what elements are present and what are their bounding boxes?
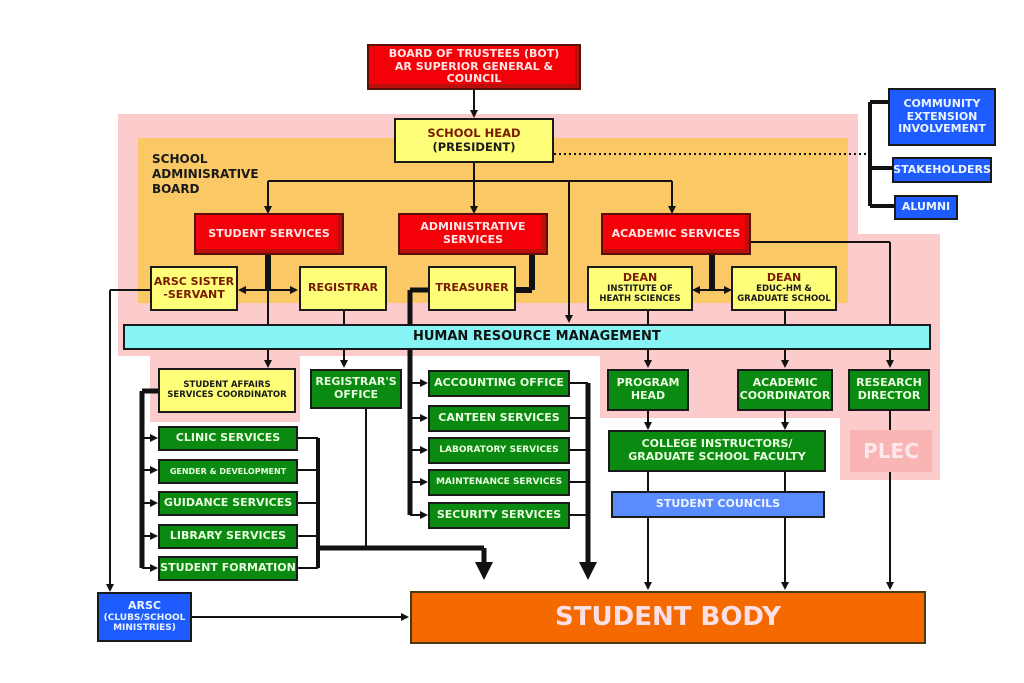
administrative-services-box[interactable]: ADMINISTRATIVE SERVICES xyxy=(398,213,548,255)
stakeholders-box[interactable]: STAKEHOLDERS xyxy=(892,157,992,183)
laboratory-services-box[interactable]: LABORATORY SERVICES xyxy=(428,437,570,464)
security-services-box[interactable]: SECURITY SERVICES xyxy=(428,502,570,529)
faculty-box[interactable]: COLLEGE INSTRUCTORS/ GRADUATE SCHOOL FAC… xyxy=(608,430,826,472)
research-director-box[interactable]: RESEARCH DIRECTOR xyxy=(848,369,930,411)
clinic-services-box[interactable]: CLINIC SERVICES xyxy=(158,426,298,451)
community-extension-box[interactable]: COMMUNITY EXTENSION INVOLVEMENT xyxy=(888,88,996,146)
student-services-box[interactable]: STUDENT SERVICES xyxy=(194,213,344,255)
maintenance-services-box[interactable]: MAINTENANCE SERVICES xyxy=(428,469,570,496)
student-body-box[interactable]: STUDENT BODY xyxy=(410,591,926,644)
school-administrative-board-label: SCHOOL ADMINISRATIVE BOARD xyxy=(152,152,259,196)
dean-health-sciences-box[interactable]: DEAN INSTITUTE OF HEATH SCIENCES xyxy=(587,266,693,311)
board-of-trustees-box[interactable]: BOARD OF TRUSTEES (BOT) AR SUPERIOR GENE… xyxy=(367,44,581,90)
registrar-box[interactable]: REGISTRAR xyxy=(299,266,387,311)
gender-development-box[interactable]: GENDER & DEVELOPMENT xyxy=(158,459,298,484)
canteen-services-box[interactable]: CANTEEN SERVICES xyxy=(428,405,570,432)
treasurer-box[interactable]: TREASURER xyxy=(428,266,516,311)
school-head-box[interactable]: SCHOOL HEAD (PRESIDENT) xyxy=(394,118,554,163)
academic-services-box[interactable]: ACADEMIC SERVICES xyxy=(601,213,751,255)
student-affairs-coordinator-box[interactable]: STUDENT AFFAIRS SERVICES COORDINATOR xyxy=(158,368,296,413)
library-services-box[interactable]: LIBRARY SERVICES xyxy=(158,524,298,549)
arsc-clubs-box[interactable]: ARSC (CLUBS/SCHOOL MINISTRIES) xyxy=(97,592,192,642)
student-councils-box[interactable]: STUDENT COUNCILS xyxy=(611,491,825,518)
plec-label: PLEC xyxy=(850,430,932,472)
student-formation-box[interactable]: STUDENT FORMATION xyxy=(158,556,298,581)
accounting-office-box[interactable]: ACCOUNTING OFFICE xyxy=(428,370,570,397)
guidance-services-box[interactable]: GUIDANCE SERVICES xyxy=(158,491,298,516)
dean-educ-graduate-box[interactable]: DEAN EDUC-HM & GRADUATE SCHOOL xyxy=(731,266,837,311)
human-resource-management-bar[interactable]: HUMAN RESOURCE MANAGEMENT xyxy=(123,324,931,350)
registrars-office-box[interactable]: REGISTRAR'S OFFICE xyxy=(310,369,402,409)
alumni-box[interactable]: ALUMNI xyxy=(894,195,958,220)
arsc-sister-servant-box[interactable]: ARSC SISTER -SERVANT xyxy=(150,266,238,311)
program-head-box[interactable]: PROGRAM HEAD xyxy=(607,369,689,411)
academic-coordinator-box[interactable]: ACADEMIC COORDINATOR xyxy=(737,369,833,411)
